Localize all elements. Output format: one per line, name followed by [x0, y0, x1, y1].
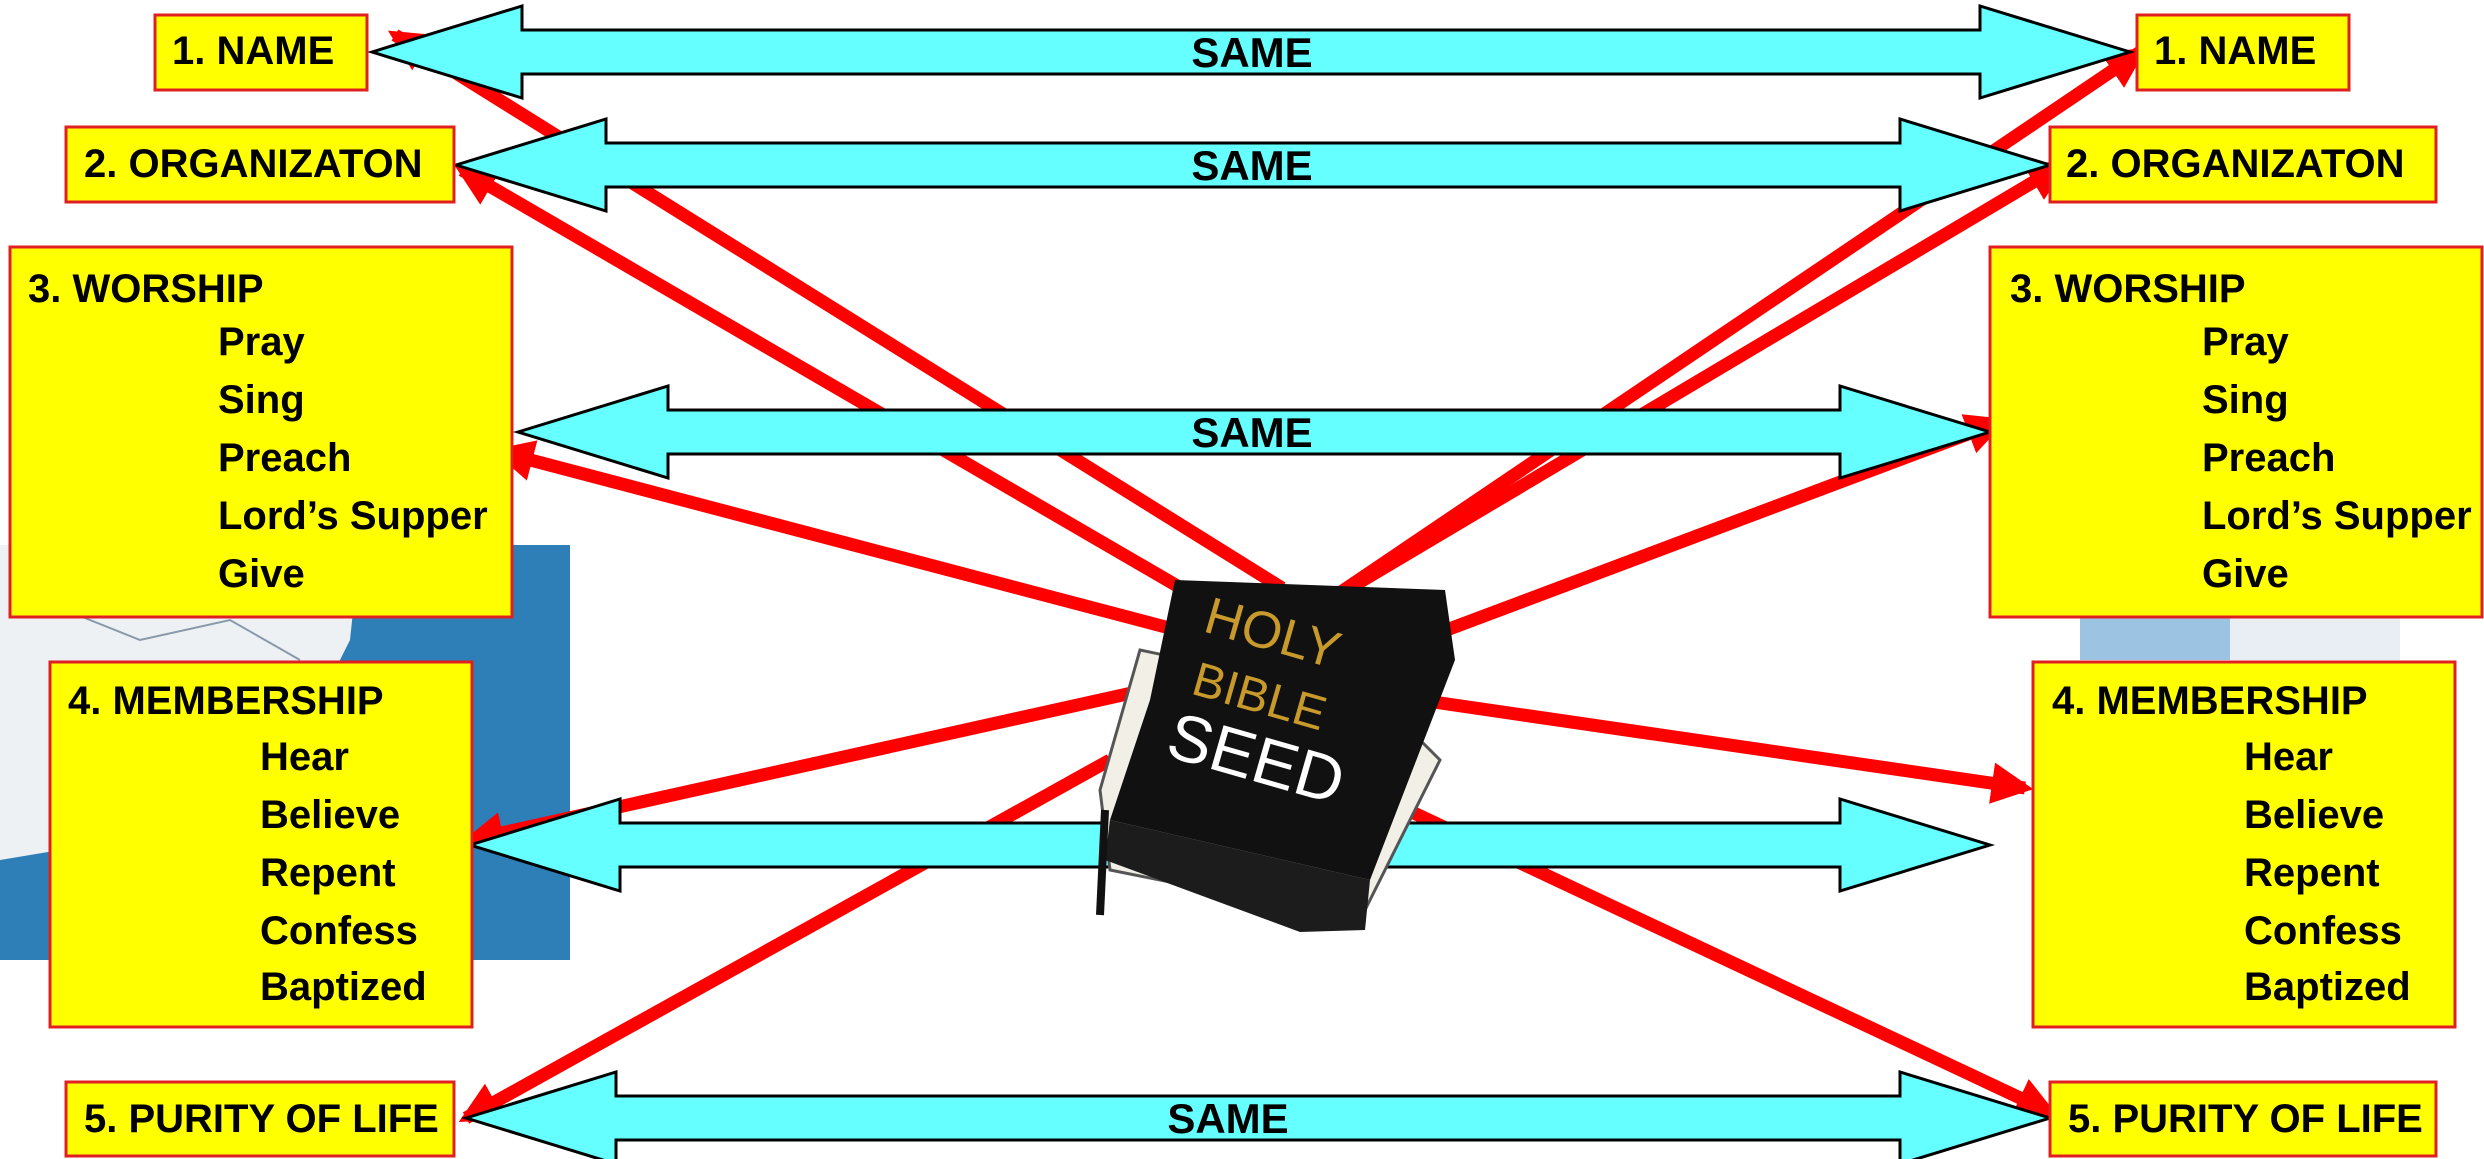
right-worship-item: Give [2202, 552, 2289, 596]
left-membership-item: Baptized [260, 965, 427, 1009]
right-name-box: 1. NAME [2135, 13, 2351, 92]
left-worship-item: Preach [218, 436, 351, 480]
right-membership-item: Confess [2244, 909, 2402, 953]
left-membership-box: 4. MEMBERSHIP Hear Believe Repent Confes… [48, 660, 474, 1029]
right-name-label: 1. NAME [2154, 29, 2316, 73]
left-worship-title: 3. WORSHIP [28, 267, 264, 311]
left-membership-item: Hear [260, 735, 349, 779]
left-worship-item: Lord’s Supper [218, 494, 488, 538]
same-label: SAME [1191, 409, 1312, 456]
holy-bible-book: HOLY BIBLE SEED [1096, 580, 1455, 932]
right-purity-label: 5. PURITY OF LIFE [2068, 1097, 2423, 1141]
left-membership-title: 4. MEMBERSHIP [68, 679, 384, 723]
right-membership-item: Baptized [2244, 965, 2411, 1009]
same-arrows: SAMESAMESAMESAMESAME [366, 3, 2136, 1159]
right-membership-item: Repent [2244, 851, 2380, 895]
right-membership-box: 4. MEMBERSHIP Hear Believe Repent Confes… [2031, 660, 2457, 1029]
left-membership-item: Believe [260, 793, 400, 837]
right-purity-box: 5. PURITY OF LIFE [2048, 1080, 2438, 1158]
right-worship-box: 3. WORSHIP Pray Sing Preach Lord’s Suppe… [1988, 245, 2484, 619]
same-label: SAME [1191, 29, 1312, 76]
red-pointer-arrow [1351, 159, 2070, 591]
red-pointer-arrow [387, 29, 1286, 594]
right-worship-item: Preach [2202, 436, 2335, 480]
pointer-arrows [387, 29, 2147, 1124]
red-pointer-arrow [1419, 693, 2034, 804]
left-name-label: 1. NAME [172, 29, 334, 73]
red-pointer-arrow [454, 164, 1214, 611]
right-membership-item: Hear [2244, 735, 2333, 779]
right-membership-item: Believe [2244, 793, 2384, 837]
right-membership-title: 4. MEMBERSHIP [2052, 679, 2368, 723]
red-pointer-arrow [491, 440, 1217, 647]
left-membership-item: Confess [260, 909, 418, 953]
left-purity-box: 5. PURITY OF LIFE [64, 1080, 456, 1158]
left-organization-label: 2. ORGANIZATON [84, 142, 423, 186]
same-label: SAME [1191, 142, 1312, 189]
red-pointer-arrow [1331, 46, 2147, 602]
right-organization-box: 2. ORGANIZATON [2048, 125, 2438, 204]
left-worship-item: Pray [218, 320, 305, 364]
left-worship-item: Give [218, 552, 305, 596]
same-label: SAME [1167, 1095, 1288, 1142]
right-organization-label: 2. ORGANIZATON [2066, 142, 2405, 186]
left-purity-label: 5. PURITY OF LIFE [84, 1097, 439, 1141]
red-pointer-arrow [458, 754, 1114, 1124]
same-double-arrow [366, 3, 2136, 101]
left-worship-item: Sing [218, 378, 305, 422]
left-membership-item: Repent [260, 851, 396, 895]
left-name-box: 1. NAME [153, 13, 369, 92]
right-worship-item: Lord’s Supper [2202, 494, 2472, 538]
left-worship-box: 3. WORSHIP Pray Sing Preach Lord’s Suppe… [8, 245, 514, 619]
right-worship-title: 3. WORSHIP [2010, 267, 2246, 311]
right-worship-item: Sing [2202, 378, 2289, 422]
right-worship-item: Pray [2202, 320, 2289, 364]
left-organization-box: 2. ORGANIZATON [64, 125, 456, 204]
